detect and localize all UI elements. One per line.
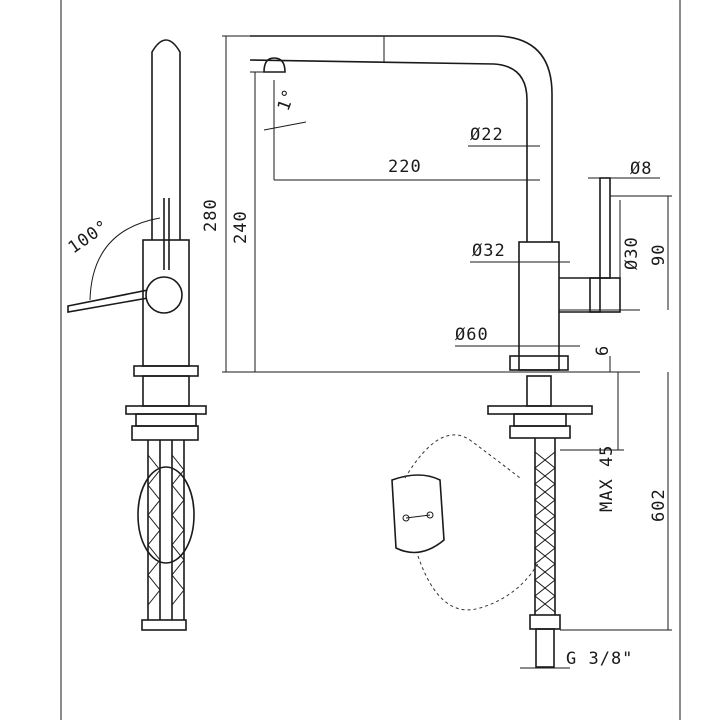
- front-view: [249, 35, 640, 668]
- front-handle-block: [559, 277, 601, 313]
- front-spout-inner: [249, 59, 528, 242]
- hose-nut: [529, 614, 561, 630]
- dim-connection: G 3/8": [566, 649, 633, 669]
- dim-dia-60: Ø60: [455, 325, 489, 345]
- side-spout: [151, 39, 181, 240]
- front-base: [526, 375, 552, 407]
- angle-arc-100: [89, 217, 161, 301]
- side-flange: [125, 405, 207, 415]
- dim-dia-22: Ø22: [470, 125, 504, 145]
- hose-connector: [535, 628, 555, 668]
- side-handle-knob: [145, 276, 183, 314]
- front-flange: [487, 405, 593, 415]
- dimensions: 280 240 1° 220 Ø22 Ø32 Ø60 Ø8 Ø30 90 6: [201, 35, 672, 669]
- hose-path-bottom: [417, 555, 541, 611]
- angle-label-100: 100°: [65, 216, 113, 258]
- dim-280: 280: [201, 198, 221, 232]
- dim-220: 220: [388, 157, 422, 177]
- dim-dia-30: Ø30: [622, 236, 642, 270]
- dim-dia-32: Ø32: [472, 241, 506, 261]
- side-view: 100°: [65, 39, 207, 631]
- front-body: [518, 241, 560, 371]
- dim-240: 240: [231, 210, 251, 244]
- side-hose-end: [141, 619, 187, 631]
- side-handle-lever: [67, 289, 149, 313]
- side-clamp: [137, 466, 195, 564]
- side-base: [142, 375, 190, 407]
- spray-head: [263, 57, 286, 73]
- dim-angle-1: 1°: [274, 86, 300, 114]
- dim-dia-8: Ø8: [630, 159, 652, 179]
- hose-path-top: [404, 434, 521, 479]
- dim-6: 6: [593, 345, 613, 356]
- front-handle-lever: [599, 177, 611, 279]
- dim-90: 90: [649, 244, 669, 266]
- front-spout-outer: [250, 35, 553, 242]
- counterweight: [391, 474, 445, 554]
- dim-max-45: MAX 45: [597, 445, 617, 512]
- dim-602: 602: [649, 488, 669, 522]
